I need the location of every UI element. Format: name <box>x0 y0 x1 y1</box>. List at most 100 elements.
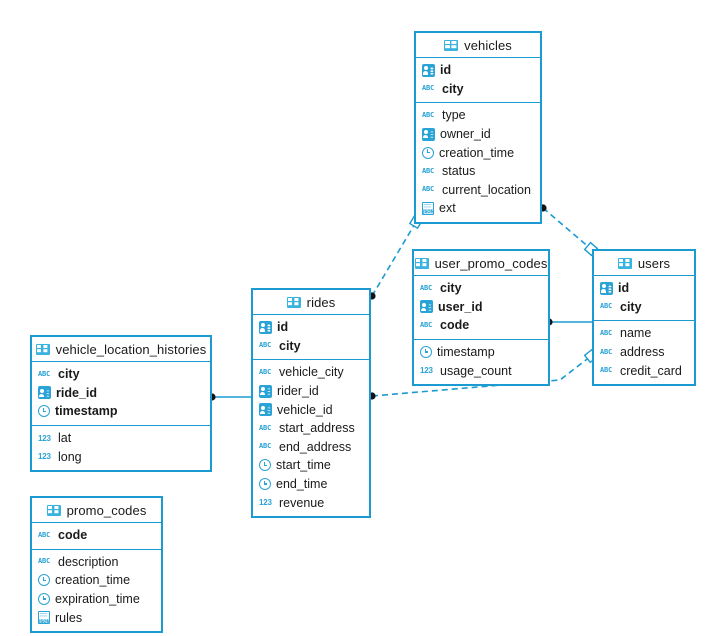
column-vehicle_location_histories-timestamp[interactable]: timestamp <box>32 402 210 421</box>
column-label: ext <box>439 201 456 216</box>
table-icon <box>46 504 61 516</box>
column-rides-rider_id[interactable]: rider_id <box>253 382 369 401</box>
column-user_promo_codes-user_id[interactable]: user_id <box>414 298 548 317</box>
column-user_promo_codes-timestamp[interactable]: timestamp <box>414 343 548 362</box>
column-rides-vehicle_id[interactable]: vehicle_id <box>253 400 369 419</box>
column-rides-start_time[interactable]: start_time <box>253 456 369 475</box>
column-label: name <box>620 326 652 341</box>
uuid-icon <box>259 384 272 398</box>
column-label: end_time <box>276 477 328 492</box>
column-label: creation_time <box>55 573 131 588</box>
column-vehicles-id[interactable]: id <box>416 61 540 80</box>
abc-string-icon: ABC <box>420 283 433 292</box>
column-label: vehicle_id <box>277 402 333 417</box>
column-label: start_time <box>276 458 331 473</box>
relationship-user_promo_codes-users[interactable] <box>545 318 592 326</box>
abc-string-icon: ABC <box>259 423 272 432</box>
column-label: type <box>442 108 466 123</box>
abc-string-icon: ABC <box>422 84 435 93</box>
table-header-vehicles[interactable]: vehicles <box>416 33 540 58</box>
column-label: city <box>442 81 464 96</box>
relationship-vehicle_location_histories-rides[interactable] <box>208 393 251 401</box>
column-vehicles-type[interactable]: ABC type <box>416 106 540 125</box>
uuid-icon <box>38 386 51 400</box>
abc-string-icon: ABC <box>422 110 435 119</box>
column-promo_codes-creation_time[interactable]: creation_time <box>32 571 161 590</box>
column-label: long <box>58 449 82 464</box>
column-label: rules <box>55 610 83 625</box>
column-label: id <box>618 281 630 296</box>
column-vehicles-ext[interactable]: ext <box>416 199 540 218</box>
column-label: timestamp <box>437 345 495 360</box>
column-rides-id[interactable]: id <box>253 318 369 337</box>
123-number-icon: 123 <box>259 498 272 508</box>
column-users-name[interactable]: ABC name <box>594 324 694 343</box>
table-header-vehicle_location_histories[interactable]: vehicle_location_histories <box>32 337 210 362</box>
column-vehicles-city[interactable]: ABC city <box>416 80 540 99</box>
column-users-id[interactable]: id <box>594 279 694 298</box>
clock-timestamp-icon <box>420 346 432 359</box>
relationship-vehicles-users[interactable] <box>539 204 599 257</box>
table-name: vehicle_location_histories <box>55 341 207 357</box>
abc-string-icon: ABC <box>422 185 435 194</box>
abc-string-icon: ABC <box>420 320 433 329</box>
column-label: creation_time <box>439 145 515 160</box>
column-vehicles-creation_time[interactable]: creation_time <box>416 143 540 162</box>
json-icon <box>38 611 50 625</box>
column-promo_codes-expiration_time[interactable]: expiration_time <box>32 590 161 609</box>
table-header-user_promo_codes[interactable]: user_promo_codes <box>414 251 548 276</box>
column-users-city[interactable]: ABC city <box>594 298 694 317</box>
column-promo_codes-rules[interactable]: rules <box>32 608 161 627</box>
column-label: revenue <box>279 495 325 510</box>
column-label: city <box>620 299 642 314</box>
column-user_promo_codes-code[interactable]: ABC code <box>414 316 548 335</box>
abc-string-icon: ABC <box>600 328 613 337</box>
abc-string-icon: ABC <box>600 366 613 375</box>
uuid-icon <box>259 320 272 334</box>
table-name: user_promo_codes <box>434 255 548 271</box>
column-rides-end_time[interactable]: end_time <box>253 475 369 494</box>
column-label: timestamp <box>55 404 118 419</box>
clock-timestamp-icon <box>38 593 50 606</box>
column-label: ride_id <box>56 385 97 400</box>
clock-timestamp-icon <box>38 405 50 418</box>
column-vehicles-owner_id[interactable]: owner_id <box>416 125 540 144</box>
table-header-users[interactable]: users <box>594 251 694 276</box>
column-label: code <box>440 318 470 333</box>
abc-string-icon: ABC <box>600 302 613 311</box>
column-rides-revenue[interactable]: 123 revenue <box>253 493 369 512</box>
clock-timestamp-icon <box>259 459 271 472</box>
table-header-promo_codes[interactable]: promo_codes <box>32 498 161 523</box>
table-header-rides[interactable]: rides <box>253 290 369 315</box>
column-vehicle_location_histories-ride_id[interactable]: ride_id <box>32 384 210 403</box>
table-icon <box>414 257 429 269</box>
column-label: end_address <box>279 439 352 454</box>
